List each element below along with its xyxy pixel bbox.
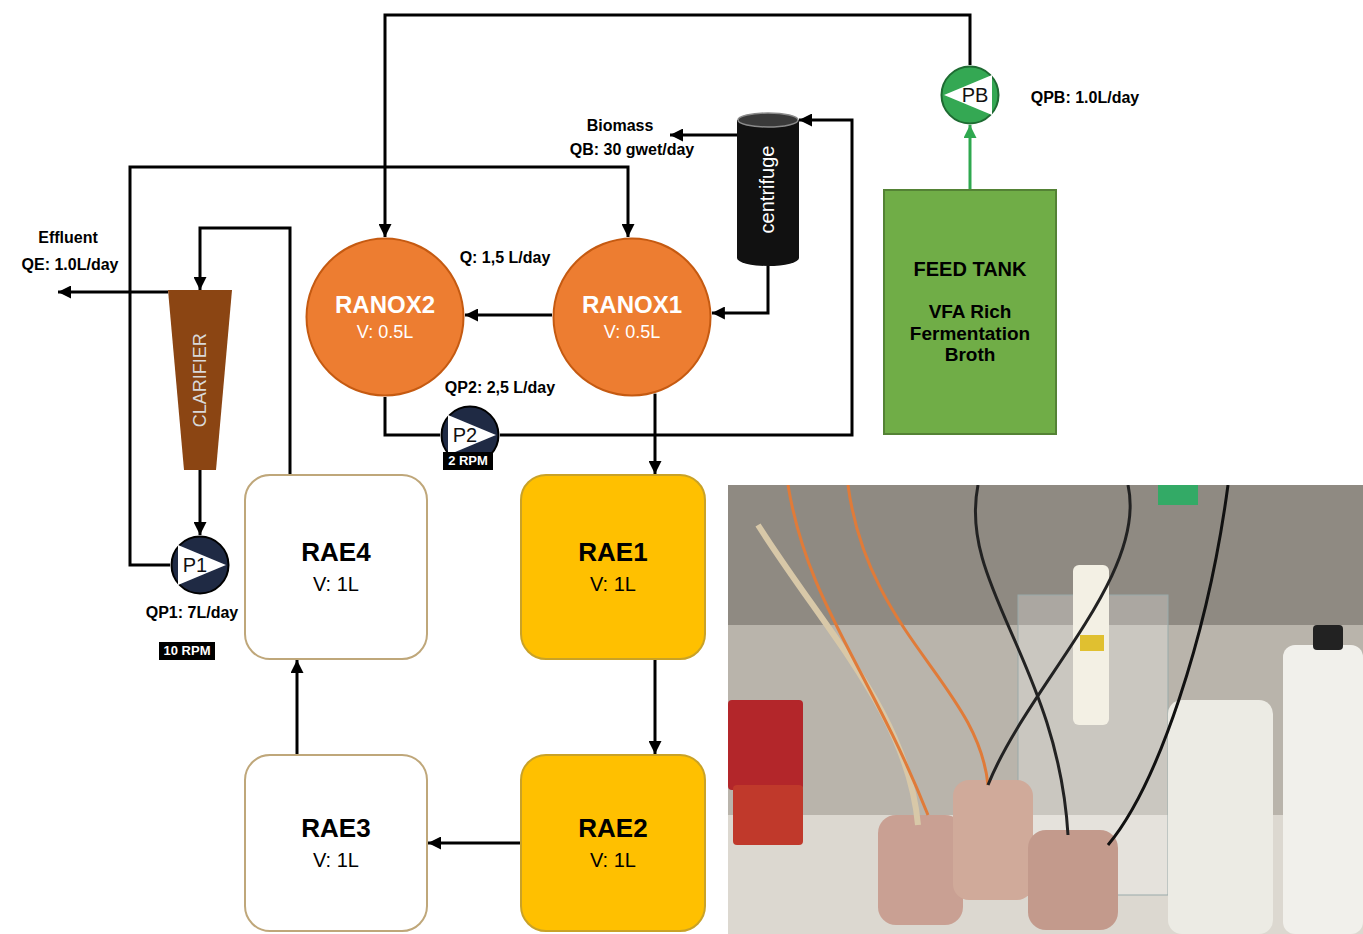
stream-name: Effluent bbox=[38, 228, 98, 247]
photo-wire bbox=[988, 485, 1130, 785]
node-detail: V: 1L bbox=[590, 849, 636, 872]
cylinder-top bbox=[738, 113, 798, 127]
node-detail: V: 1L bbox=[313, 849, 359, 872]
aerobic-reactor: RAE3 V: 1L bbox=[244, 754, 428, 932]
node-title: P1 bbox=[183, 554, 207, 577]
flow-connector bbox=[654, 660, 657, 754]
node-title: FEED TANK bbox=[914, 258, 1027, 281]
node-title: P2 bbox=[453, 424, 477, 447]
anoxic-reactor: RANOX2 V: 0.5L bbox=[305, 237, 465, 397]
flow-connector bbox=[296, 660, 299, 754]
photo-jug bbox=[1283, 645, 1363, 934]
pump-triangle bbox=[944, 75, 992, 115]
flow-connector bbox=[199, 470, 202, 535]
flow-connector bbox=[969, 125, 972, 189]
flow-rate: QP2: 2,5 L/day bbox=[445, 378, 555, 397]
node-title: PB bbox=[962, 84, 989, 107]
photo-ground bbox=[728, 485, 1363, 934]
circle-outline bbox=[554, 239, 711, 396]
flow-connector bbox=[712, 266, 768, 313]
pump: PB bbox=[940, 65, 1000, 125]
node-title: RANOX2 bbox=[335, 291, 435, 319]
pump-triangle bbox=[178, 545, 226, 585]
photo-tube bbox=[758, 525, 918, 825]
centrifuge: centrifuge bbox=[737, 112, 799, 266]
circle-outline bbox=[307, 239, 464, 396]
photo-wire bbox=[848, 485, 988, 785]
node-detail: V: 1L bbox=[313, 573, 359, 596]
aerobic-reactor: RAE1 V: 1L bbox=[520, 474, 706, 660]
aerobic-reactor: RAE4 V: 1L bbox=[244, 474, 428, 660]
pump-speed: 10 RPM bbox=[159, 642, 216, 660]
cylinder-body bbox=[737, 120, 799, 266]
photo-pump bbox=[733, 785, 803, 845]
node-detail: V: 0.5L bbox=[604, 322, 660, 343]
node-detail: V: 1L bbox=[590, 573, 636, 596]
pump-body bbox=[942, 67, 999, 124]
photo-pump bbox=[728, 700, 803, 790]
flow-rate: Q: 1,5 L/day bbox=[458, 248, 553, 267]
aerobic-reactor: RAE2 V: 1L bbox=[520, 754, 706, 932]
pump-body bbox=[172, 537, 229, 594]
photo-reactor-jar bbox=[1028, 830, 1118, 930]
photo-column-ring bbox=[1080, 635, 1104, 651]
pump: P1 bbox=[170, 535, 230, 595]
flow-rate: QB: 30 gwet/day bbox=[570, 140, 694, 159]
flow-connector bbox=[465, 314, 552, 317]
node-detail: VFA Rich Fermentation Broth bbox=[885, 301, 1055, 367]
node-detail: V: 0.5L bbox=[357, 322, 413, 343]
node-title: RANOX1 bbox=[582, 291, 682, 319]
photo-jug bbox=[1168, 700, 1273, 934]
node-title: centrifuge bbox=[757, 145, 780, 233]
feed-tank: FEED TANK VFA Rich Fermentation Broth bbox=[883, 189, 1057, 435]
node-title: RAE4 bbox=[301, 538, 370, 568]
photo-jug-cap bbox=[1313, 625, 1343, 650]
photo-reactor-jar bbox=[953, 780, 1033, 900]
lab-photo bbox=[728, 485, 1363, 934]
node-title: RAE2 bbox=[578, 814, 647, 844]
photo-wire bbox=[1108, 485, 1228, 845]
clarifier-outline bbox=[168, 290, 232, 470]
pump-triangle bbox=[448, 415, 496, 455]
pump-speed: 2 RPM bbox=[443, 452, 493, 470]
node-title: RAE3 bbox=[301, 814, 370, 844]
photo-reactor-jar bbox=[878, 815, 963, 925]
flow-rate: QPB: 1.0L/day bbox=[1031, 88, 1139, 107]
photo-controller bbox=[1158, 485, 1198, 505]
anoxic-reactor: RANOX1 V: 0.5L bbox=[552, 237, 712, 397]
node-title: CLARIFIER bbox=[190, 333, 211, 427]
flow-connector bbox=[654, 394, 657, 474]
flow-connector bbox=[428, 842, 520, 845]
effluent-outlet-arrow bbox=[58, 291, 168, 294]
flow-rate: QP1: 7L/day bbox=[146, 603, 238, 622]
clarifier: CLARIFIER bbox=[168, 290, 232, 470]
flow-rate: QE: 1.0L/day bbox=[22, 255, 119, 274]
node-title: RAE1 bbox=[578, 538, 647, 568]
stream-name: Biomass bbox=[587, 116, 654, 135]
flow-connector bbox=[385, 397, 440, 435]
biomass-outlet-arrow bbox=[670, 134, 737, 137]
